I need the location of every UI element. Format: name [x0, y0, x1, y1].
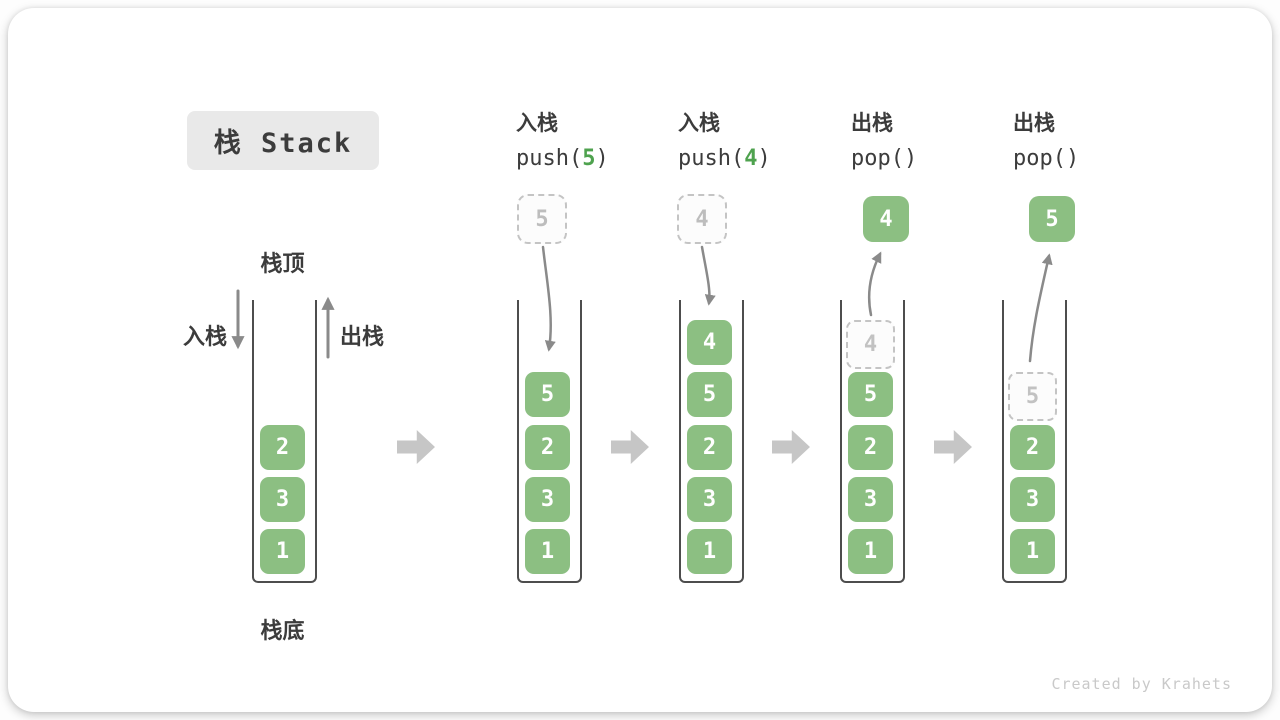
stack-state-initial: 2 3 1: [252, 300, 317, 583]
op-code: push(5): [516, 146, 609, 171]
pop-side-label: 出栈: [340, 324, 385, 349]
op-header-pop5: 出栈 pop(): [1013, 107, 1163, 171]
stack-cell: 3: [848, 477, 893, 522]
stack-state-pop4: 4 5 2 3 1: [840, 300, 905, 583]
diagram-title: 栈 Stack: [213, 128, 353, 159]
stack-cell: 5: [525, 372, 570, 417]
stack-cell: 2: [260, 425, 305, 470]
stack-cell: 2: [525, 425, 570, 470]
op-label: 出栈: [1013, 112, 1055, 135]
op-label: 入栈: [516, 112, 558, 135]
op-code: pop(): [851, 146, 918, 171]
push4-motion-arrow-icon: [700, 245, 716, 306]
stack-cell: 4: [687, 320, 732, 365]
popped-value-box: 4: [863, 196, 909, 242]
stack-cell: 1: [525, 529, 570, 574]
popped-value-box: 5: [1029, 196, 1075, 242]
stack-cell-ghost: 5: [1008, 372, 1057, 421]
op-code-arg: 4: [744, 146, 758, 171]
push-side-label: 入栈: [183, 324, 228, 349]
stack-cell-ghost: 4: [846, 320, 895, 369]
stack-state-after-push5: 5 2 3 1: [517, 300, 582, 583]
stack-cell: 1: [1010, 529, 1055, 574]
next-state-arrow-icon: [772, 430, 810, 464]
stack-cell: 2: [1010, 425, 1055, 470]
op-header-push4: 入栈 push(4): [678, 107, 828, 171]
op-code: pop(): [1013, 146, 1080, 171]
stack-state-pop5: 5 2 3 1: [1002, 300, 1067, 583]
op-label: 出栈: [851, 112, 893, 135]
stack-state-after-push4: 4 5 2 3 1: [679, 300, 744, 583]
next-state-arrow-icon: [397, 430, 435, 464]
stack-cell: 3: [687, 477, 732, 522]
next-state-arrow-icon: [611, 430, 649, 464]
pushed-value-box-dashed: 4: [677, 194, 727, 244]
stack-cell: 3: [1010, 477, 1055, 522]
watermark: Created by Krahets: [1051, 675, 1232, 693]
diagram-card: 栈 Stack 入栈 push(5) 入栈 push(4) 出栈 pop() 出…: [8, 8, 1272, 712]
stack-cell: 5: [687, 372, 732, 417]
stack-cell: 1: [260, 529, 305, 574]
op-header-push5: 入栈 push(5): [516, 107, 666, 171]
stack-bottom-label: 栈底: [260, 618, 305, 643]
stack-cell: 1: [687, 529, 732, 574]
op-label: 入栈: [678, 112, 720, 135]
stack-top-label: 栈顶: [260, 251, 305, 276]
op-code-arg: 5: [582, 146, 596, 171]
stack-cell: 5: [848, 372, 893, 417]
stack-cell: 1: [848, 529, 893, 574]
next-state-arrow-icon: [934, 430, 972, 464]
diagram-title-box: 栈 Stack: [187, 111, 379, 170]
op-header-pop4: 出栈 pop(): [851, 107, 1001, 171]
stack-cell: 2: [687, 425, 732, 470]
op-code: push(4): [678, 146, 771, 171]
stack-cell: 2: [848, 425, 893, 470]
pushed-value-box-dashed: 5: [517, 194, 567, 244]
stack-cell: 3: [525, 477, 570, 522]
stack-cell: 3: [260, 477, 305, 522]
